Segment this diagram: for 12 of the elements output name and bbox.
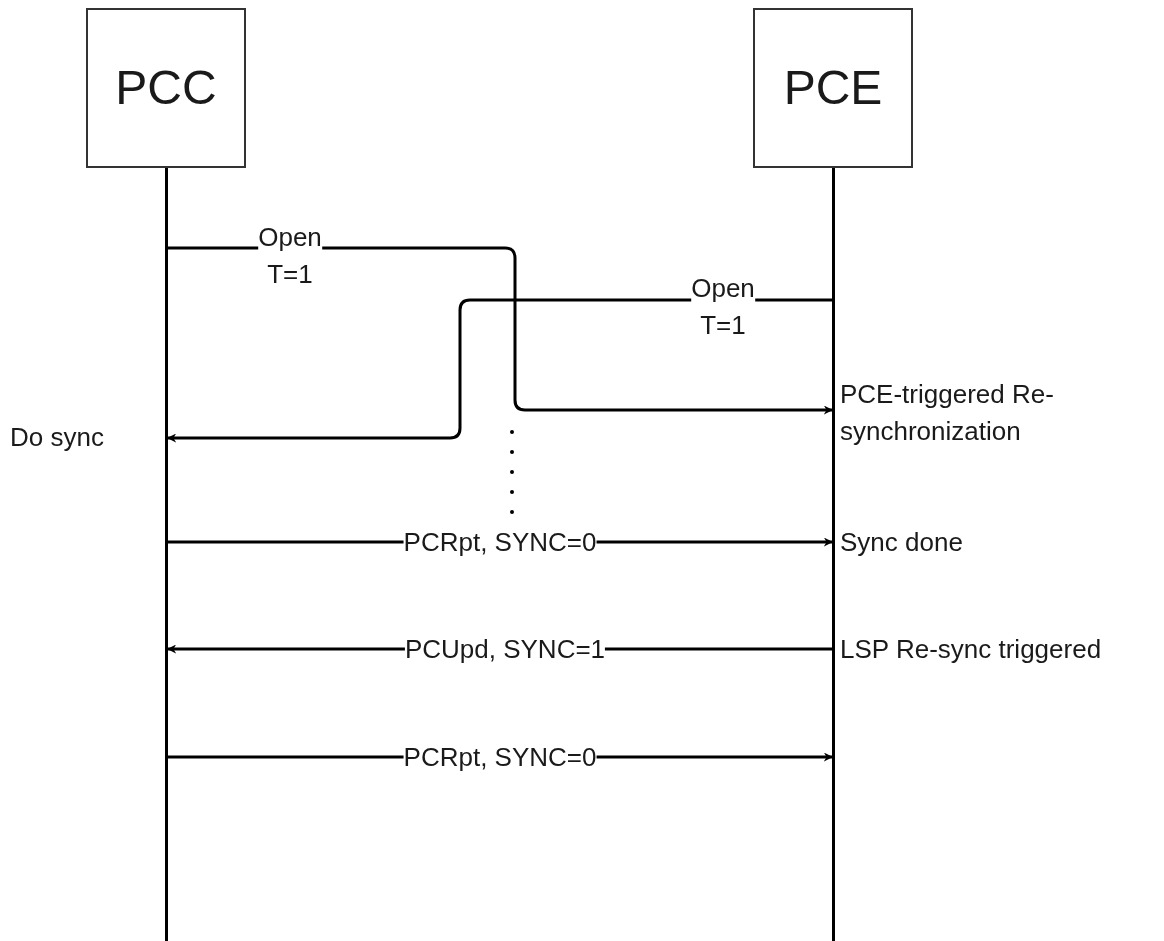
- participant-box: [86, 8, 246, 168]
- lifeline: [832, 168, 835, 941]
- participant-name: PCE: [783, 60, 883, 116]
- state-note: PCE-triggered Re-synchronization: [840, 378, 1055, 448]
- arrow: [167, 298, 832, 443]
- arrow: [168, 246, 833, 415]
- participant-box: [753, 8, 913, 168]
- state-note: Sync done: [840, 525, 963, 559]
- state-note: Do sync: [10, 420, 104, 454]
- lifeline: [165, 168, 168, 941]
- state-note: LSP Re-sync triggered: [840, 632, 1102, 666]
- participant-name: PCC: [115, 60, 217, 116]
